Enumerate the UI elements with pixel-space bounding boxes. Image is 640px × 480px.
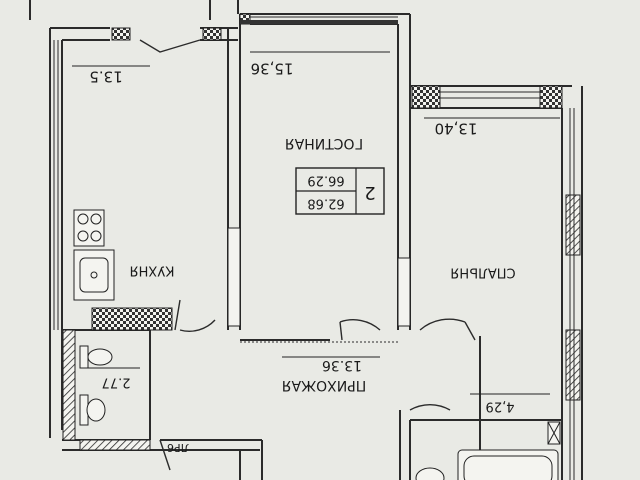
bath-sink — [415, 467, 445, 480]
apartment-info-box — [295, 167, 385, 215]
wc-sink — [79, 394, 106, 426]
bedroom-name: СПАЛЬНЯ — [450, 265, 515, 280]
vent-box — [547, 421, 561, 445]
living-area: 15,36 — [251, 60, 294, 78]
stove — [73, 209, 105, 247]
bath-area: 4,29 — [486, 399, 515, 414]
rooms-count: 2 — [364, 182, 375, 203]
total-area: 66.29 — [307, 173, 344, 188]
room-labels: 13.5 15,36 13,40 ГОСТИНАЯ 2 66.29 62.68 … — [89, 60, 515, 455]
stair-label: ЛР6 — [167, 441, 189, 454]
window-fills — [62, 13, 581, 451]
bathtub — [457, 449, 559, 480]
kitchen-name: КУХНЯ — [130, 263, 175, 278]
hall-area: 13.36 — [322, 357, 362, 373]
doors — [139, 39, 476, 471]
window-glazing — [53, 16, 575, 480]
kitchen-area: 13.5 — [89, 68, 122, 86]
area-underlines — [72, 51, 560, 395]
wc-area: 2.77 — [102, 375, 131, 390]
living-area-total: 62.68 — [307, 196, 344, 211]
hall-name: ПРИХОЖАЯ — [282, 377, 366, 393]
sink — [73, 249, 115, 301]
living-room-name: ГОСТИНАЯ — [285, 135, 363, 151]
toilet — [79, 345, 113, 369]
bedroom-area: 13,40 — [435, 120, 478, 138]
